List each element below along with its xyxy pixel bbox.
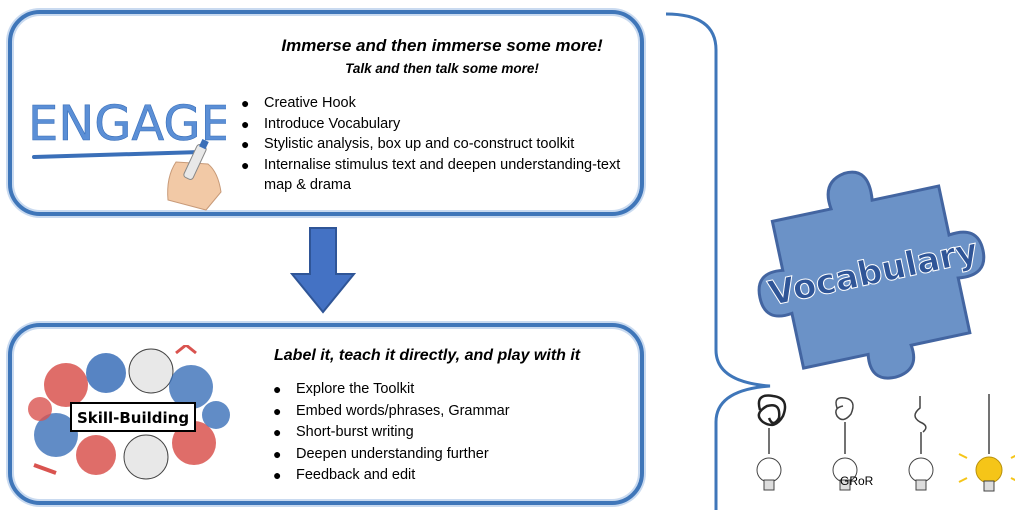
skill-label-box — [70, 402, 196, 432]
skill-bullet-list: ●Explore the Toolkit ●Embed words/phrase… — [270, 379, 610, 487]
curly-brace — [665, 12, 771, 510]
engage-panel: ENGAGE Immerse and then immerse some mor… — [8, 10, 644, 216]
list-item: ●Feedback and edit — [273, 467, 416, 483]
engage-illustration: ENGAGE — [28, 96, 226, 211]
engage-bullet-list: ●Creative Hook ●Introduce Vocabulary ●St… — [238, 93, 638, 196]
skill-building-panel: Skill-Building Label it, teach it direct… — [8, 323, 644, 505]
list-item: ●Embed words/phrases, Grammar — [273, 402, 510, 419]
bulbs-illustration — [756, 394, 1015, 492]
doodle-cloud-icon — [28, 345, 230, 480]
list-item: ●Explore the Toolkit — [273, 381, 415, 397]
list-item: ●Short-burst writing — [273, 424, 414, 440]
list-item: ●Introduce Vocabulary — [241, 115, 401, 132]
engage-art-word: ENGAGE — [28, 96, 226, 152]
down-arrow-icon — [290, 227, 356, 314]
engage-subtitle: Talk and then talk some more! — [345, 61, 539, 76]
vocabulary-puzzle-icon: Vocabulary — [757, 170, 986, 380]
skill-title: Label it, teach it directly, and play wi… — [274, 347, 581, 364]
list-item: ●Stylistic analysis, box up and co-const… — [241, 136, 575, 152]
gror-label: GRoR — [840, 474, 874, 488]
engage-title: Immerse and then immerse some more! — [281, 36, 603, 55]
skill-art-word: Skill-Building — [77, 409, 189, 427]
tangled-bulb-icon — [756, 394, 787, 491]
lit-bulb-icon — [958, 394, 1015, 492]
list-item: ●Internalise stimulus text and deepen un… — [241, 156, 621, 194]
list-item: ●Deepen understanding further — [273, 445, 489, 462]
tangled-bulb-icon — [832, 396, 858, 491]
loose-bulb-icon — [908, 396, 934, 491]
underline-stroke — [32, 150, 203, 159]
skill-building-illustration: Skill-Building — [28, 345, 230, 480]
list-item: ●Creative Hook — [241, 95, 356, 111]
hand-icon — [167, 138, 222, 211]
